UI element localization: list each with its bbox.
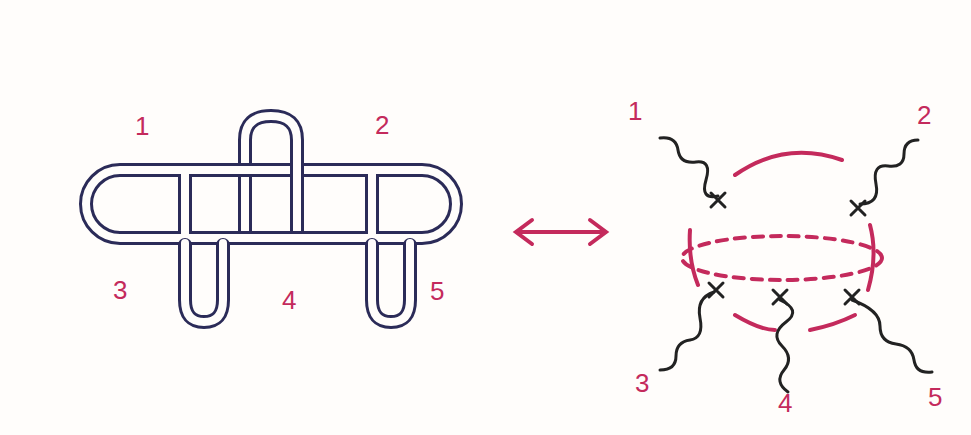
puncture-lines <box>660 138 932 392</box>
callout-number: 2 <box>917 102 931 128</box>
sphere <box>682 153 882 330</box>
callout-number: 2 <box>375 112 389 138</box>
callout-number: 5 <box>430 278 444 304</box>
callout-number: 5 <box>928 384 942 410</box>
callout-number: 1 <box>135 113 149 139</box>
callout-number: 3 <box>113 277 127 303</box>
callout-number: 3 <box>635 370 649 396</box>
ribbon-graph <box>86 116 456 322</box>
callout-number: 4 <box>778 390 792 416</box>
double-arrow <box>516 220 606 244</box>
callout-number: 1 <box>628 98 642 124</box>
callout-number: 4 <box>282 287 296 313</box>
